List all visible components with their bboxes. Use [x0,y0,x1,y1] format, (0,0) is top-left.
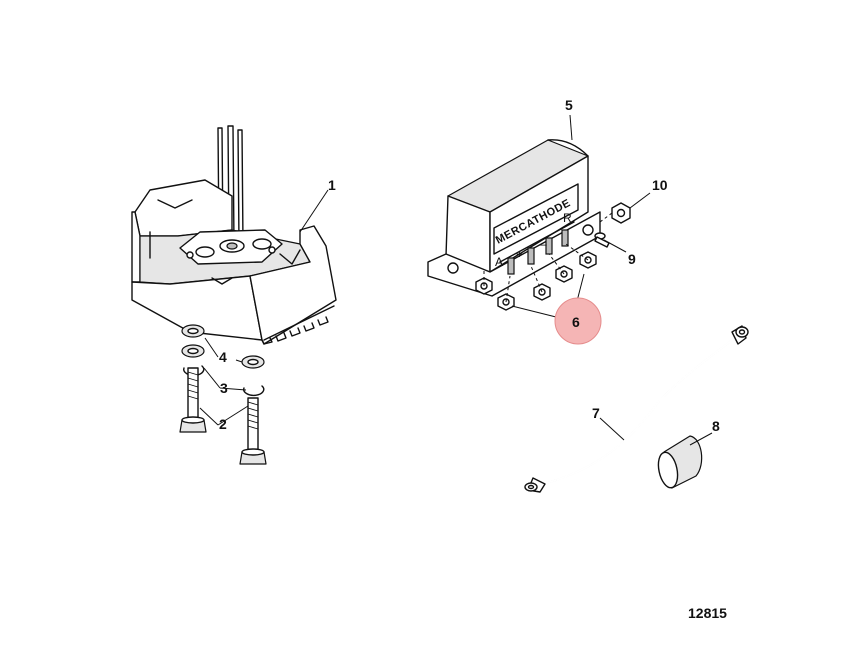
terminal-label-minus: – [540,237,547,251]
terminal-letters: A + – R [495,211,572,269]
callout-3: 3 [220,380,228,396]
washer-set [181,324,265,397]
callout-1: 1 [328,177,336,193]
callout-6-highlight[interactable] [554,297,602,345]
terminal-boss-plate [179,229,283,265]
terminal-label-a: A [495,255,503,269]
callout-8: 8 [712,418,720,434]
callout-leaders [199,114,713,446]
callout-5: 5 [565,97,573,113]
terminal-label-plus: + [516,247,523,261]
screws [179,367,267,465]
callout-numbers: 1 2 3 4 5 6 7 8 9 10 [219,97,720,434]
terminal-boot [657,435,703,489]
ground-strap [524,325,749,493]
callout-6: 6 [572,314,580,330]
mounting-bracket [131,125,337,345]
mercathode-controller [427,139,601,297]
terminal-studs [499,221,575,275]
callout-10: 10 [652,177,668,193]
figure-number: 12815 [688,605,727,621]
terminal-label-r: R [563,211,572,225]
screw-left [179,367,207,433]
callout-7: 7 [592,405,600,421]
callout-4: 4 [219,349,227,365]
screw-9 [594,232,610,248]
screw-right [239,397,267,465]
callout-2: 2 [219,416,227,432]
callout-9: 9 [628,251,636,267]
heat-sink-fins [261,305,335,345]
nut-10 [611,202,631,224]
